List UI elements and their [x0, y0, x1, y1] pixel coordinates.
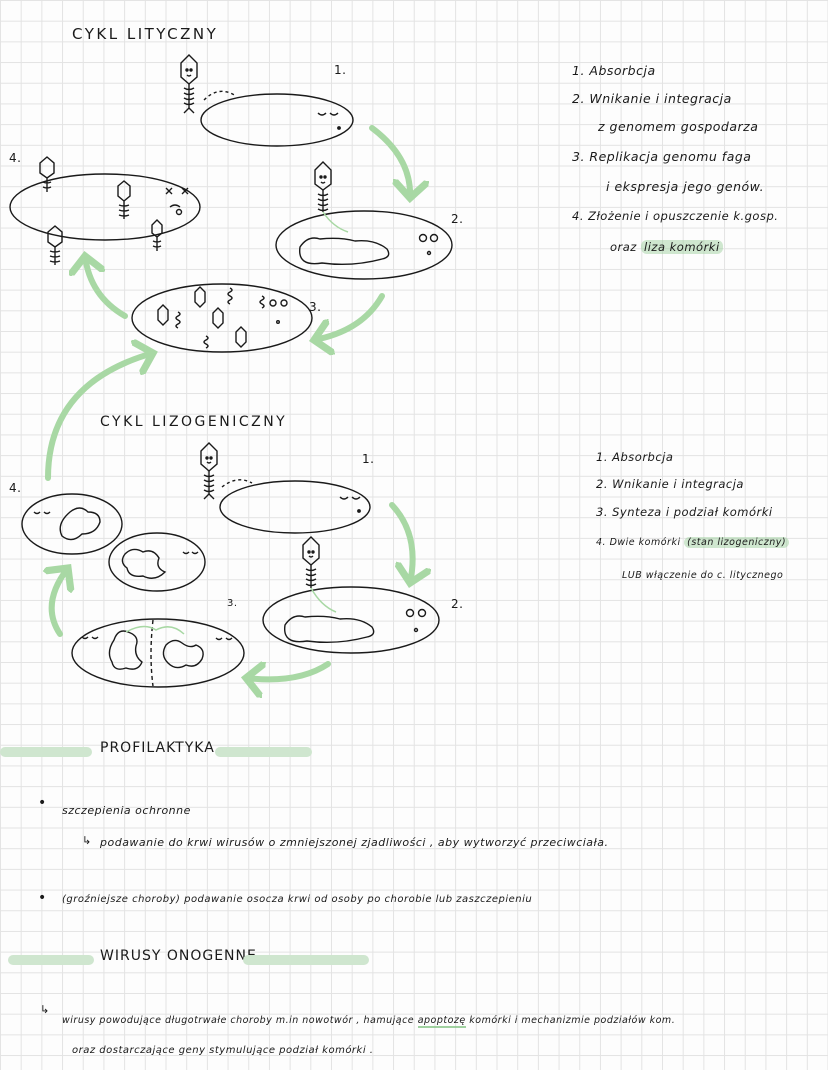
bullet-1-dot: •: [38, 795, 47, 811]
lyso-stage-2: 2.: [451, 597, 464, 611]
lyso-cell-1: [219, 479, 371, 534]
lyso-stage-4: 4.: [9, 481, 22, 495]
phage-4: [302, 536, 320, 588]
phage-3: [200, 442, 218, 500]
lytic-step-3b: i ekspresja jego genów.: [606, 179, 765, 194]
oncogenic-arrow: ↳: [40, 1003, 50, 1016]
oncogenic-bar-right: [243, 955, 369, 965]
lytic-step-2b: z genomem gospodarza: [598, 119, 759, 134]
lytic-step-4b-text: oraz: [610, 240, 637, 254]
lytic-step-4: 4. Złożenie i opuszczenie k.gosp.: [572, 209, 779, 223]
oncogenic-apoptosis: apoptozę: [417, 1015, 466, 1028]
lyso-cell-4b: [108, 532, 206, 592]
lytic-step-1: 1. Absorbcja: [572, 63, 656, 78]
bullet-2-dot: •: [38, 890, 47, 906]
prophylaxis-bar-right: [215, 747, 312, 757]
lytic-stage-4: 4.: [9, 151, 22, 165]
lytic-cell-3: [131, 283, 313, 353]
oncogenic-line-2: oraz dostarczające geny stymulujące podz…: [72, 1045, 374, 1056]
lytic-stage-2: 2.: [451, 212, 464, 226]
lyso-step-4: 4. Dwie komórki (stan lizogeniczny): [596, 537, 790, 548]
lyso-stage-1: 1.: [362, 452, 375, 466]
oncogenic-bar-left: [8, 955, 94, 965]
lytic-title: CYKL LITYCZNY: [72, 25, 219, 43]
prophylaxis-bar-left: [0, 747, 92, 757]
lytic-stage-3: 3.: [309, 300, 322, 314]
lyso-stage-3: 3.: [227, 598, 238, 609]
bullet-1-text: szczepienia ochronne: [62, 804, 191, 817]
lyso-arrows: [52, 502, 413, 679]
lytic-stage-1: 1.: [334, 63, 347, 77]
oncogenic-heading: WIRUSY ONOGENNE: [100, 948, 257, 964]
lytic-step-4b: oraz liza komórki: [610, 240, 723, 254]
lyso-step-5: LUB włączenie do c. litycznego: [622, 570, 784, 581]
lytic-step-2: 2. Wnikanie i integracja: [572, 91, 732, 106]
lytic-cell-1: [200, 90, 354, 147]
bullet-2-text: (groźniejsze choroby) podawanie osocza k…: [62, 894, 533, 905]
lyso-cell-3: [71, 618, 245, 688]
oncogenic-line-1b: hamujące: [363, 1015, 415, 1026]
oncogenic-line-1d: komórki i mechanizmie podziałów kom.: [469, 1015, 676, 1026]
lyso-cell-2: [262, 586, 440, 654]
oncogenic-line-1: wirusy powodujące długotrwałe choroby m.…: [62, 1015, 676, 1028]
lyso-cell-4a: [21, 493, 123, 555]
bullet-1-arrow: ↳: [82, 834, 92, 847]
lyso-state-note: (stan lizogeniczny): [684, 537, 790, 548]
lyso-step-2: 2. Wnikanie i integracja: [596, 477, 744, 491]
lytic-arrows: [45, 125, 410, 481]
phage-1: [180, 54, 198, 114]
prophylaxis-heading: PROFILAKTYKA: [100, 740, 215, 756]
oncogenic-line-1a: wirusy powodujące długotrwałe choroby m.…: [62, 1015, 360, 1026]
lytic-step-3: 3. Replikacja genomu faga: [572, 149, 752, 164]
lytic-cell-4: [9, 156, 201, 265]
phage-2: [314, 161, 332, 212]
lytic-highlight: liza komórki: [641, 240, 723, 254]
lyso-title: CYKL LIZOGENICZNY: [100, 414, 288, 430]
lyso-step-3: 3. Synteza i podział komórki: [596, 505, 773, 519]
lytic-cell-2: [275, 210, 453, 280]
lyso-step-1: 1. Absorbcja: [596, 450, 674, 464]
lyso-step-4-text: 4. Dwie komórki: [596, 537, 681, 548]
bullet-1-sub: podawanie do krwi wirusów o zmniejszonej…: [100, 836, 609, 849]
